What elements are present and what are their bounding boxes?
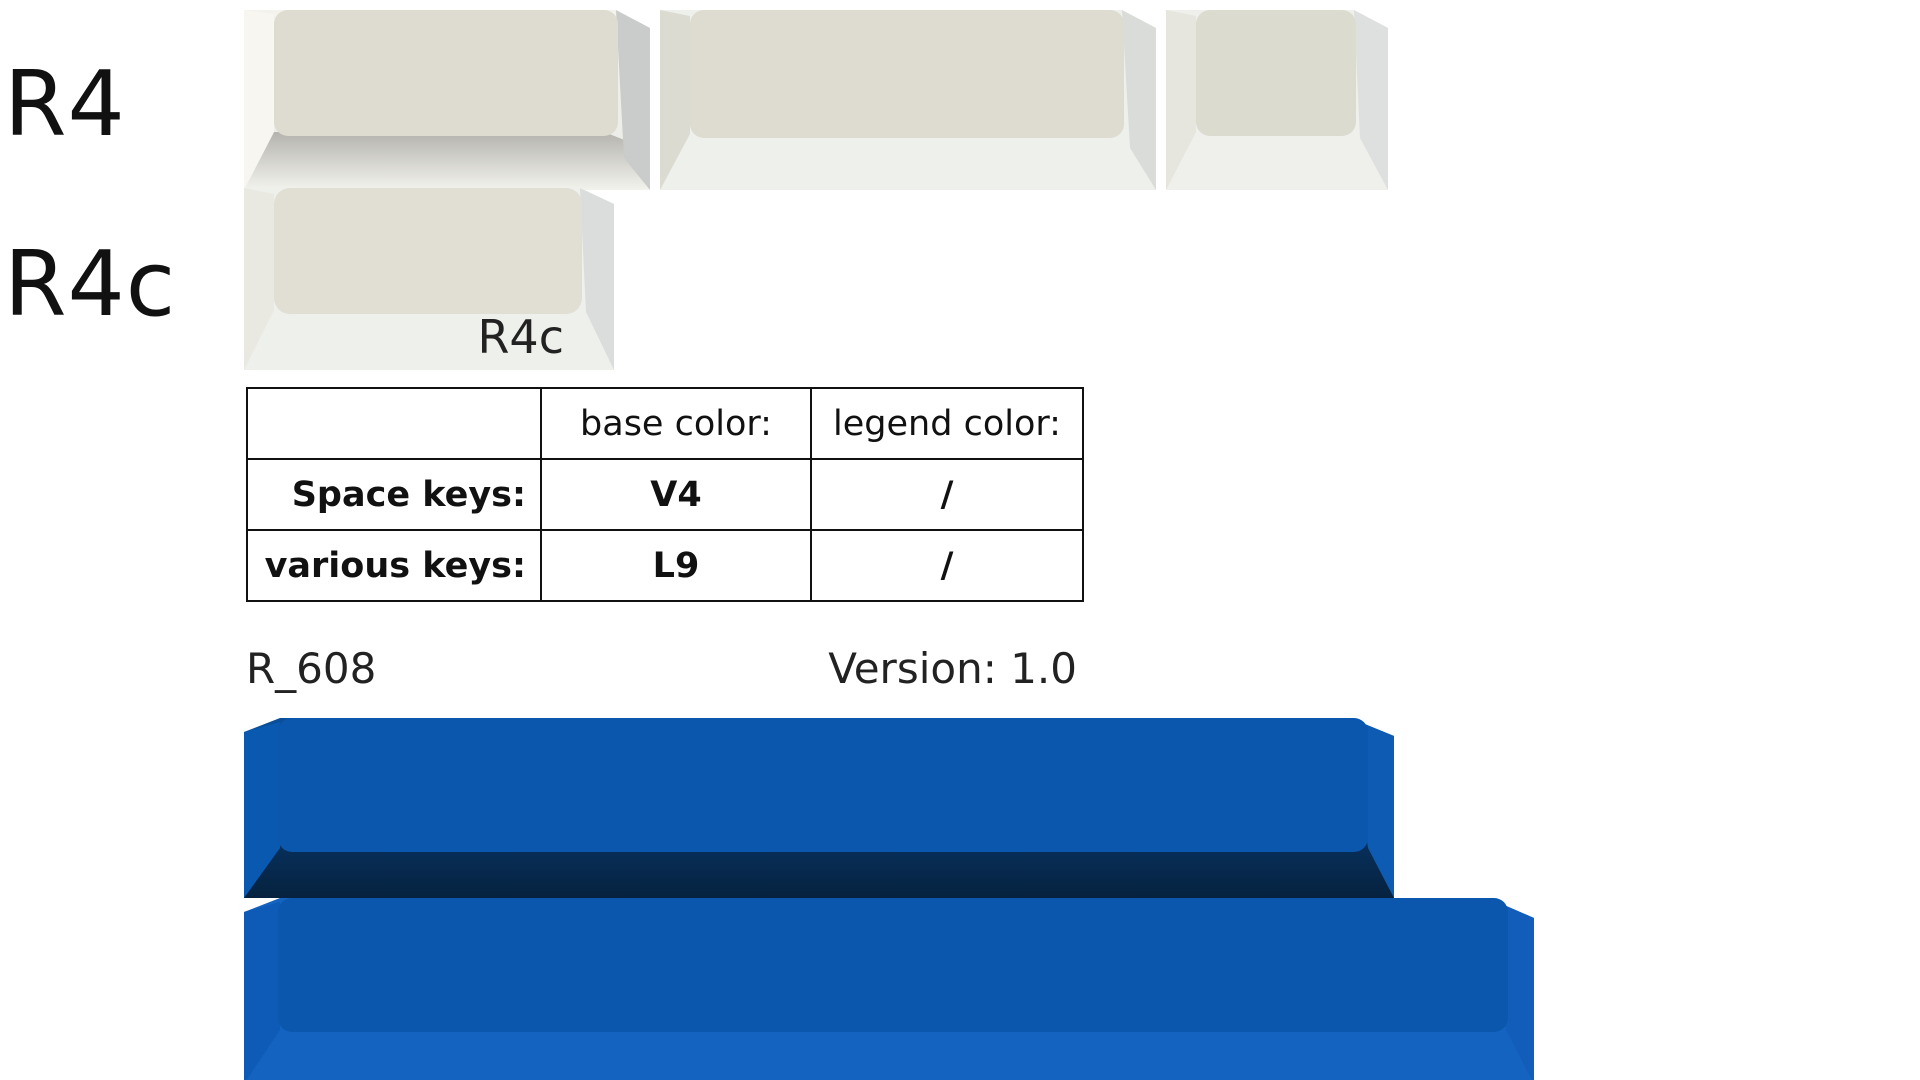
table-cell-label: Space keys: (246, 458, 542, 531)
table-cell-label: various keys: (246, 529, 542, 602)
color-spec-table: base color: legend color: Space keys: V4… (246, 387, 1084, 602)
keycap-r4c: R4c (244, 184, 614, 370)
table-header-row: base color: legend color: (246, 387, 1084, 460)
table-cell-legend-color: / (810, 458, 1084, 531)
table-header-cell (246, 387, 542, 460)
table-cell-base-color: L9 (540, 529, 812, 602)
keycap-legend-r4c: R4c (477, 310, 564, 364)
version-label: Version: 1.0 (828, 644, 1077, 693)
keycap-r4-long (660, 8, 1156, 190)
table-cell-legend-color: / (810, 529, 1084, 602)
product-code: R_608 (246, 644, 377, 693)
row-label-r4c: R4c (4, 232, 177, 337)
keycap-r4-wide (244, 8, 650, 190)
spacebar-blue-upper (244, 718, 1394, 898)
table-row: Space keys: V4 / (246, 458, 1084, 531)
table-header-cell: legend color: (810, 387, 1084, 460)
keycap-r4-small (1166, 8, 1388, 190)
table-header-cell: base color: (540, 387, 812, 460)
table-cell-base-color: V4 (540, 458, 812, 531)
row-label-r4: R4 (4, 52, 126, 157)
spacebar-blue-lower (244, 898, 1534, 1080)
table-row: various keys: L9 / (246, 529, 1084, 602)
